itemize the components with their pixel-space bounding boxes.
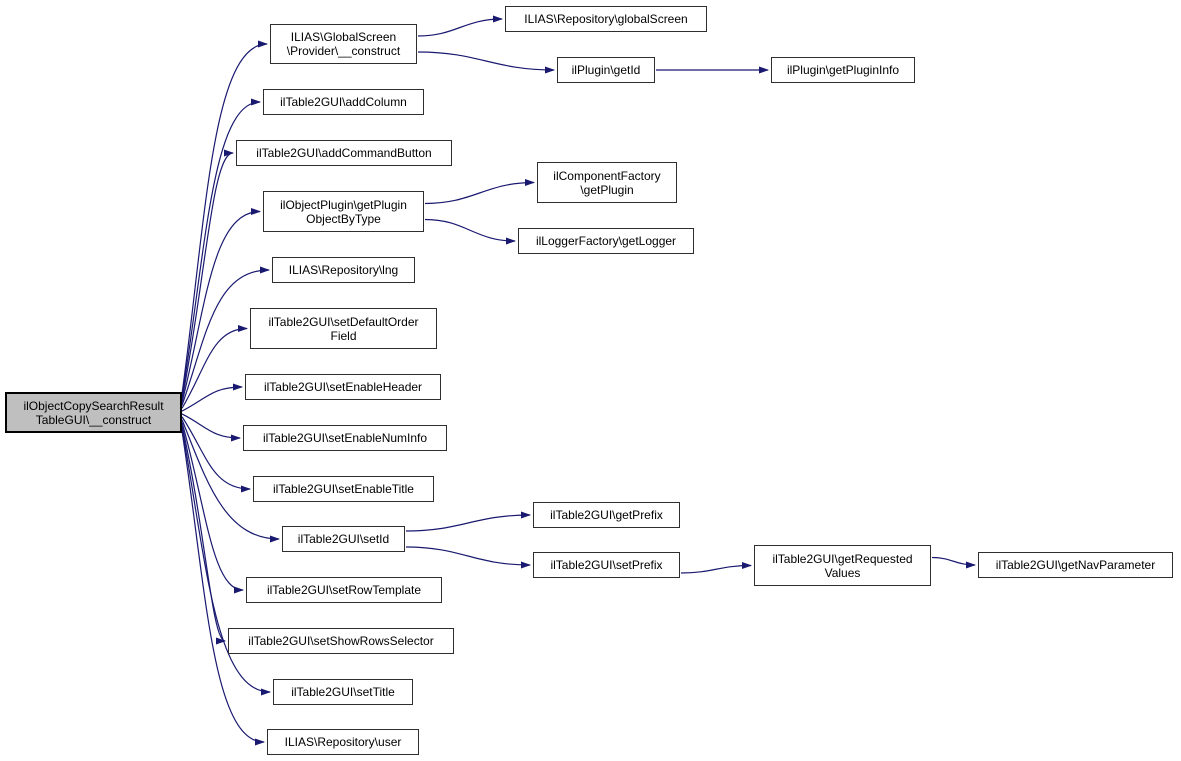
edge-construct-to-add-column <box>181 98 261 397</box>
edge-construct-to-set-row-template <box>181 422 244 594</box>
edge-construct-to-add-command-button <box>181 149 234 400</box>
graph-node-label-line: TableGUI\__construct <box>35 412 152 427</box>
graph-node-label-line: ilTable2GUI\setTitle <box>291 685 395 699</box>
graph-node-add-command-button[interactable]: ilTable2GUI\addCommandButton <box>236 140 452 166</box>
graph-node-label-line: ilLoggerFactory\getLogger <box>535 234 677 248</box>
graph-node-add-column[interactable]: ilTable2GUI\addColumn <box>263 89 424 115</box>
edge-construct-to-set-enable-header <box>181 383 243 412</box>
edge-provider-construct-to-plugin-get-id <box>417 51 555 74</box>
graph-node-label-line: \Provider\__construct <box>286 44 401 58</box>
graph-node-label-line: ilTable2GUI\getPrefix <box>550 508 663 522</box>
edge-set-id-to-get-prefix <box>405 511 531 532</box>
graph-node-label-line: Values <box>824 565 861 580</box>
graph-node-set-show-rows-selector[interactable]: ilTable2GUI\setShowRowsSelector <box>228 628 454 654</box>
edge-get-requested-values-to-get-nav-parameter <box>931 556 976 569</box>
graph-node-label-line: ilObjectPlugin\getPlugin <box>280 197 407 212</box>
graph-node-label-line: ilTable2GUI\setEnableNumInfo <box>262 431 428 445</box>
edge-construct-to-set-enable-title <box>181 416 251 493</box>
graph-node-label-line: ilTable2GUI\setRowTemplate <box>266 583 422 597</box>
edge-set-prefix-to-get-requested-values <box>680 562 752 574</box>
edge-construct-to-set-enable-num-info <box>181 413 241 442</box>
graph-node-label-line: ilObjectCopySearchResult <box>23 398 164 413</box>
graph-node-set-row-template[interactable]: ilTable2GUI\setRowTemplate <box>246 577 442 603</box>
graph-node-repository-lng[interactable]: ILIAS\Repository\lng <box>272 257 415 283</box>
graph-node-label-line: Field <box>330 328 357 343</box>
graph-node-set-id[interactable]: ilTable2GUI\setId <box>282 526 405 552</box>
graph-node-label-line: ilTable2GUI\getRequested <box>772 551 913 566</box>
graph-node-label-line: ILIAS\Repository\globalScreen <box>524 12 688 26</box>
edge-construct-to-set-show-rows-selector <box>181 425 226 645</box>
graph-node-get-prefix[interactable]: ilTable2GUI\getPrefix <box>533 502 680 528</box>
edge-provider-construct-to-repository-global-screen <box>417 15 503 37</box>
graph-node-set-enable-num-info[interactable]: ilTable2GUI\setEnableNumInfo <box>243 425 447 451</box>
graph-node-label-line: ILIAS\Repository\user <box>284 735 402 749</box>
graph-node-set-prefix[interactable]: ilTable2GUI\setPrefix <box>533 552 680 578</box>
edge-get-plugin-object-by-type-to-component-factory-get-plugin <box>424 179 535 205</box>
edge-get-plugin-object-by-type-to-logger-factory-get-logger <box>424 218 516 245</box>
edge-construct-to-repository-lng <box>181 266 270 406</box>
graph-node-repository-user[interactable]: ILIAS\Repository\user <box>267 729 419 755</box>
graph-node-label-line: ilTable2GUI\setEnableTitle <box>273 482 414 496</box>
graph-node-label-line: ilComponentFactory <box>553 168 661 183</box>
graph-node-repository-global-screen[interactable]: ILIAS\Repository\globalScreen <box>505 6 707 32</box>
graph-node-label-line: ilPlugin\getPluginInfo <box>786 63 900 77</box>
graph-node-label-line: \getPlugin <box>580 182 634 197</box>
edge-construct-to-get-plugin-object-by-type <box>181 208 261 403</box>
graph-node-label-line: ilTable2GUI\addColumn <box>280 95 407 109</box>
graph-node-label-line: ilTable2GUI\setDefaultOrder <box>268 314 419 329</box>
graph-node-label-line: ObjectByType <box>306 211 381 226</box>
graph-node-label-line: ilTable2GUI\getNavParameter <box>995 558 1156 572</box>
graph-node-logger-factory-get-logger[interactable]: ilLoggerFactory\getLogger <box>518 228 694 254</box>
graph-node-provider-construct[interactable]: ILIAS\GlobalScreen\Provider\__construct <box>270 24 417 64</box>
edge-construct-to-set-title <box>181 428 271 696</box>
edge-construct-to-provider-construct <box>181 40 268 395</box>
graph-node-set-enable-title[interactable]: ilTable2GUI\setEnableTitle <box>253 476 434 502</box>
edge-set-id-to-set-prefix <box>405 546 531 569</box>
graph-node-label-line: ilTable2GUI\setId <box>297 532 390 546</box>
graph-node-label-line: ilTable2GUI\setPrefix <box>550 558 663 572</box>
graph-node-label-line: ilTable2GUI\setEnableHeader <box>263 380 423 394</box>
edge-construct-to-set-default-order-field <box>181 325 248 409</box>
graph-node-label-line: ilTable2GUI\setShowRowsSelector <box>248 634 434 648</box>
graph-node-label-line: ILIAS\GlobalScreen <box>290 30 397 44</box>
graph-node-component-factory-get-plugin[interactable]: ilComponentFactory\getPlugin <box>537 162 677 203</box>
graph-node-label-line: ilTable2GUI\addCommandButton <box>256 146 432 160</box>
graph-node-set-enable-header[interactable]: ilTable2GUI\setEnableHeader <box>245 374 441 400</box>
graph-node-label-line: ilPlugin\getId <box>571 63 641 77</box>
edge-construct-to-repository-user <box>181 430 265 746</box>
graph-node-plugin-get-id[interactable]: ilPlugin\getId <box>557 57 655 83</box>
graph-node-get-nav-parameter[interactable]: ilTable2GUI\getNavParameter <box>978 552 1173 578</box>
graph-node-label-line: ILIAS\Repository\lng <box>288 263 399 277</box>
graph-node-set-title[interactable]: ilTable2GUI\setTitle <box>273 679 413 705</box>
graph-node-plugin-get-plugin-info[interactable]: ilPlugin\getPluginInfo <box>771 57 915 83</box>
edge-construct-to-set-id <box>181 419 280 543</box>
